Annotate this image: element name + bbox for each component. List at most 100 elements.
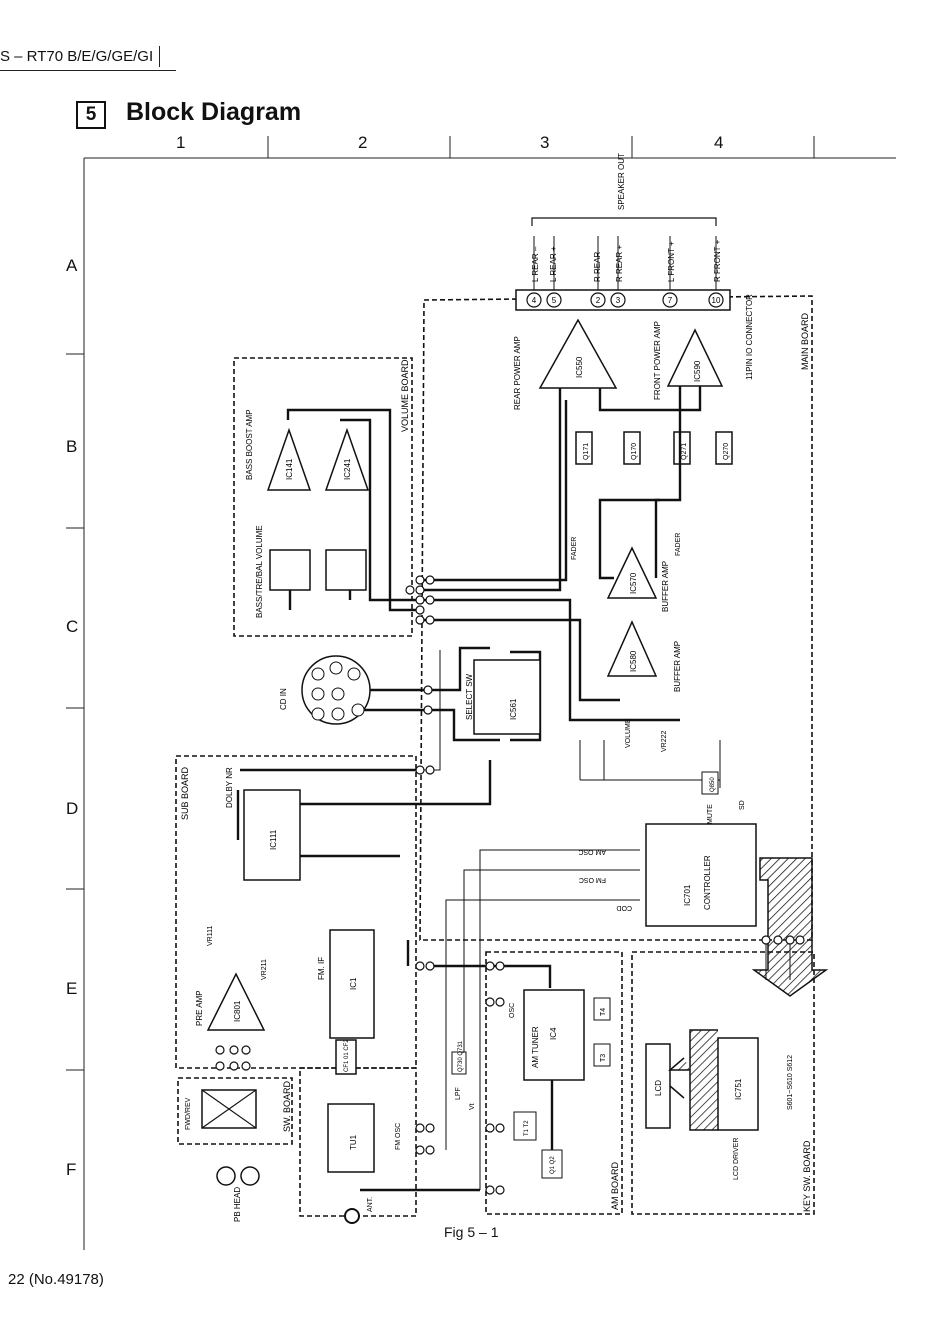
am-tuner-label: AM TUNER xyxy=(531,1026,540,1068)
tu1-box xyxy=(327,1103,375,1173)
vr222-label: VR222 xyxy=(661,730,668,752)
lcd-bus xyxy=(667,1029,718,1131)
lcd-label: LCD xyxy=(654,1080,663,1096)
tone-volume-block-1 xyxy=(269,549,311,591)
wire-thin xyxy=(580,740,721,781)
connector-pin: 10 xyxy=(712,296,721,305)
wire xyxy=(420,708,500,742)
connector-pin: 2 xyxy=(596,296,601,305)
speaker-terminal: R FRONT + xyxy=(713,239,722,282)
ic1-box xyxy=(329,929,375,1039)
connector-pin: 3 xyxy=(616,296,621,305)
grid-frame xyxy=(66,136,896,1250)
wire xyxy=(420,618,620,702)
sd-label: SD xyxy=(739,800,746,810)
grid-row-label: C xyxy=(66,617,79,636)
fader-label: FADER xyxy=(675,533,682,556)
buffer-amp-label: BUFFER AMP xyxy=(661,561,670,612)
grid-row-label: F xyxy=(66,1160,77,1179)
ic241-amp xyxy=(324,427,370,491)
q170-label: Q170 xyxy=(631,443,638,460)
q271-box xyxy=(673,431,691,465)
ic701-box xyxy=(645,823,757,927)
ic561-box xyxy=(473,659,541,735)
ic580-label: IC580 xyxy=(629,650,638,672)
key-sw-board-label: KEY SW. BOARD xyxy=(802,1140,812,1212)
speaker-bracket xyxy=(531,217,717,226)
sub-board-label: SUB BOARD xyxy=(180,766,190,820)
cod-label: COD xyxy=(616,904,632,911)
t3-box xyxy=(593,1043,611,1067)
controller-label: CONTROLLER xyxy=(703,855,712,910)
dolby-label: DOLBY NR xyxy=(225,767,234,808)
tone-label: BASS/TRE/BAL VOLUME xyxy=(255,525,264,618)
grid-column-label: 1 xyxy=(176,133,186,152)
ic570-buffer xyxy=(606,546,658,599)
fm-osc-label: FM OSC xyxy=(395,1123,402,1150)
wire xyxy=(420,388,562,592)
vr211-label: VR211 xyxy=(261,959,268,980)
header-model: S – RT70 B/E/G/GE/GI xyxy=(0,46,161,67)
wire xyxy=(598,386,702,412)
antenna-jack xyxy=(344,1208,360,1224)
wire xyxy=(420,598,680,722)
ant-label: ANT. xyxy=(367,1197,374,1212)
q170-box xyxy=(623,431,641,465)
sub-board-outline xyxy=(175,755,417,1069)
ic751-box xyxy=(717,1037,759,1131)
ic751-label: IC751 xyxy=(734,1078,743,1100)
vt-label: Vt xyxy=(469,1103,476,1110)
pb-head-label: PB HEAD xyxy=(233,1187,242,1222)
pb-head-icon xyxy=(240,1166,260,1186)
q271-label: Q271 xyxy=(681,443,688,460)
front-power-label: FRONT POWER AMP xyxy=(653,321,662,400)
grid-column-label: 3 xyxy=(540,133,550,152)
speaker-terminal: R REAR + xyxy=(615,245,624,282)
section-number: 5 xyxy=(76,101,106,129)
wire xyxy=(654,386,682,578)
ic590-label: IC590 xyxy=(693,360,702,382)
ic4-label: IC4 xyxy=(549,1027,558,1040)
q850-box xyxy=(701,771,719,795)
page-number: 22 (No.49178) xyxy=(8,1271,104,1288)
main-board-label: MAIN BOARD xyxy=(800,312,810,370)
header-rule xyxy=(0,70,176,71)
wire xyxy=(300,760,492,806)
connector-label: 11PIN IO CONNECTOR xyxy=(745,294,754,380)
key-switch-label: S601~S610 S612 xyxy=(787,1055,794,1110)
bass-boost-label: BASS BOOST AMP xyxy=(245,409,254,480)
wire xyxy=(420,400,568,582)
fwd-rev-label: FWD/REV xyxy=(185,1097,192,1130)
volume-label: VOLUME xyxy=(625,718,632,748)
q1-box xyxy=(541,1149,563,1179)
cd-in-connector xyxy=(301,655,371,725)
wire xyxy=(340,418,420,602)
fader-label: FADER xyxy=(571,537,578,560)
q1-label: Q1 Q2 xyxy=(550,1156,556,1174)
cd-in-label: CD IN xyxy=(279,688,288,710)
wire-thin xyxy=(463,869,640,1052)
osc-label: OSC xyxy=(509,1003,516,1018)
cf-label: CF1 01 CF2 xyxy=(344,1039,350,1072)
ic550-label: IC550 xyxy=(575,356,584,378)
wire-thin xyxy=(479,849,640,1190)
buffer-amp-label: BUFFER AMP xyxy=(673,641,682,692)
ic701-label: IC701 xyxy=(683,884,692,906)
pb-head-icon xyxy=(216,1166,236,1186)
t1-box xyxy=(513,1111,537,1141)
rear-power-label: REAR POWER AMP xyxy=(513,336,522,410)
q730-label: Q730 Q731 xyxy=(458,1040,464,1072)
lpf-label: LPF xyxy=(455,1087,462,1100)
fm-if-label: FM. IF xyxy=(317,957,326,980)
front-power-amp xyxy=(666,328,724,387)
vr111-label: VR111 xyxy=(207,926,214,946)
wire-thin xyxy=(445,899,640,1150)
ic1-label: IC1 xyxy=(349,977,358,990)
fm-osc-ctrl-label: FM OSC xyxy=(579,876,606,883)
q171-box xyxy=(575,431,593,465)
q171-label: Q171 xyxy=(583,443,590,460)
data-bus xyxy=(751,857,829,997)
speaker-terminal: L FRONT + xyxy=(667,241,676,282)
grid-row-label: E xyxy=(66,979,78,998)
grid-row-label: D xyxy=(66,799,79,818)
